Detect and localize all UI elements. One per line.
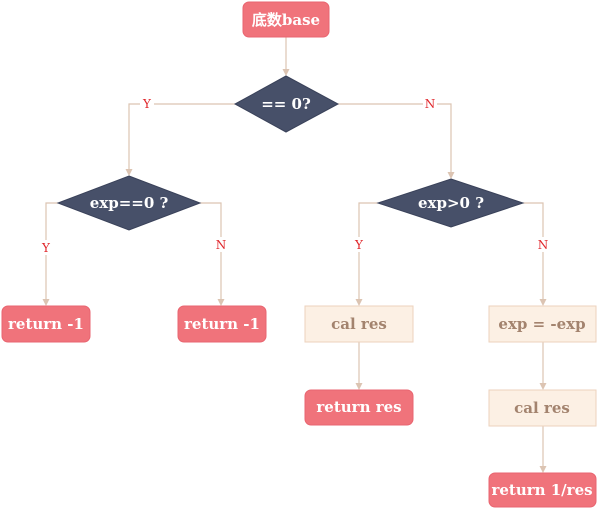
cal-res-pos-label: cal res — [331, 315, 387, 333]
decision-base-zero: == 0? — [233, 75, 340, 133]
connector-exp-positive-no — [523, 202, 544, 300]
connector-base-no — [338, 103, 452, 173]
start-node-label: 底数base — [252, 11, 320, 29]
branch-label-exp-zero-no: N — [216, 238, 227, 252]
connector-exp-zero-yes — [45, 202, 58, 300]
return-mid-label: return -1 — [184, 315, 260, 333]
branch-label-base-yes: Y — [142, 97, 152, 111]
connector-base-yes — [128, 103, 235, 170]
arrowhead — [539, 466, 547, 473]
return-res-label: return res — [316, 398, 401, 416]
arrowhead — [355, 299, 363, 306]
arrowhead — [42, 299, 50, 306]
decision-exp-zero: exp==0 ? — [56, 175, 202, 231]
arrowhead — [217, 299, 225, 306]
arrowhead — [355, 383, 363, 390]
branch-label-base-no: N — [425, 97, 436, 111]
negate-exp-node: exp = -exp — [488, 305, 597, 343]
cal-res-neg-node: cal res — [488, 389, 597, 427]
return-left-label: return -1 — [8, 315, 84, 333]
arrowhead — [539, 383, 547, 390]
start-node: 底数base — [242, 1, 330, 38]
return-inverse-node: return 1/res — [488, 472, 597, 508]
branch-label-exp-positive-yes: Y — [354, 238, 364, 252]
return-left-node: return -1 — [1, 305, 91, 343]
negate-exp-label: exp = -exp — [498, 315, 585, 333]
arrowhead — [282, 69, 290, 76]
return-mid-node: return -1 — [177, 305, 267, 343]
decision-base-zero-label: == 0? — [261, 95, 311, 113]
decision-exp-zero-label: exp==0 ? — [90, 194, 169, 212]
branch-label-exp-positive-no: N — [538, 238, 549, 252]
arrowhead — [447, 172, 455, 179]
cal-res-pos-node: cal res — [304, 305, 414, 343]
branch-label-exp-zero-yes: Y — [41, 241, 51, 255]
arrowhead — [539, 299, 547, 306]
cal-res-neg-label: cal res — [514, 399, 570, 417]
decision-exp-positive: exp>0 ? — [376, 178, 525, 228]
connector-exp-zero-no — [200, 202, 222, 300]
decision-exp-positive-label: exp>0 ? — [418, 194, 484, 212]
arrowhead — [125, 169, 133, 176]
connector-exp-positive-yes — [358, 202, 378, 300]
return-res-node: return res — [304, 389, 414, 426]
connectors — [42, 37, 547, 473]
branch-labels: Y N Y N Y N — [39, 96, 550, 255]
return-inverse-label: return 1/res — [491, 481, 592, 499]
